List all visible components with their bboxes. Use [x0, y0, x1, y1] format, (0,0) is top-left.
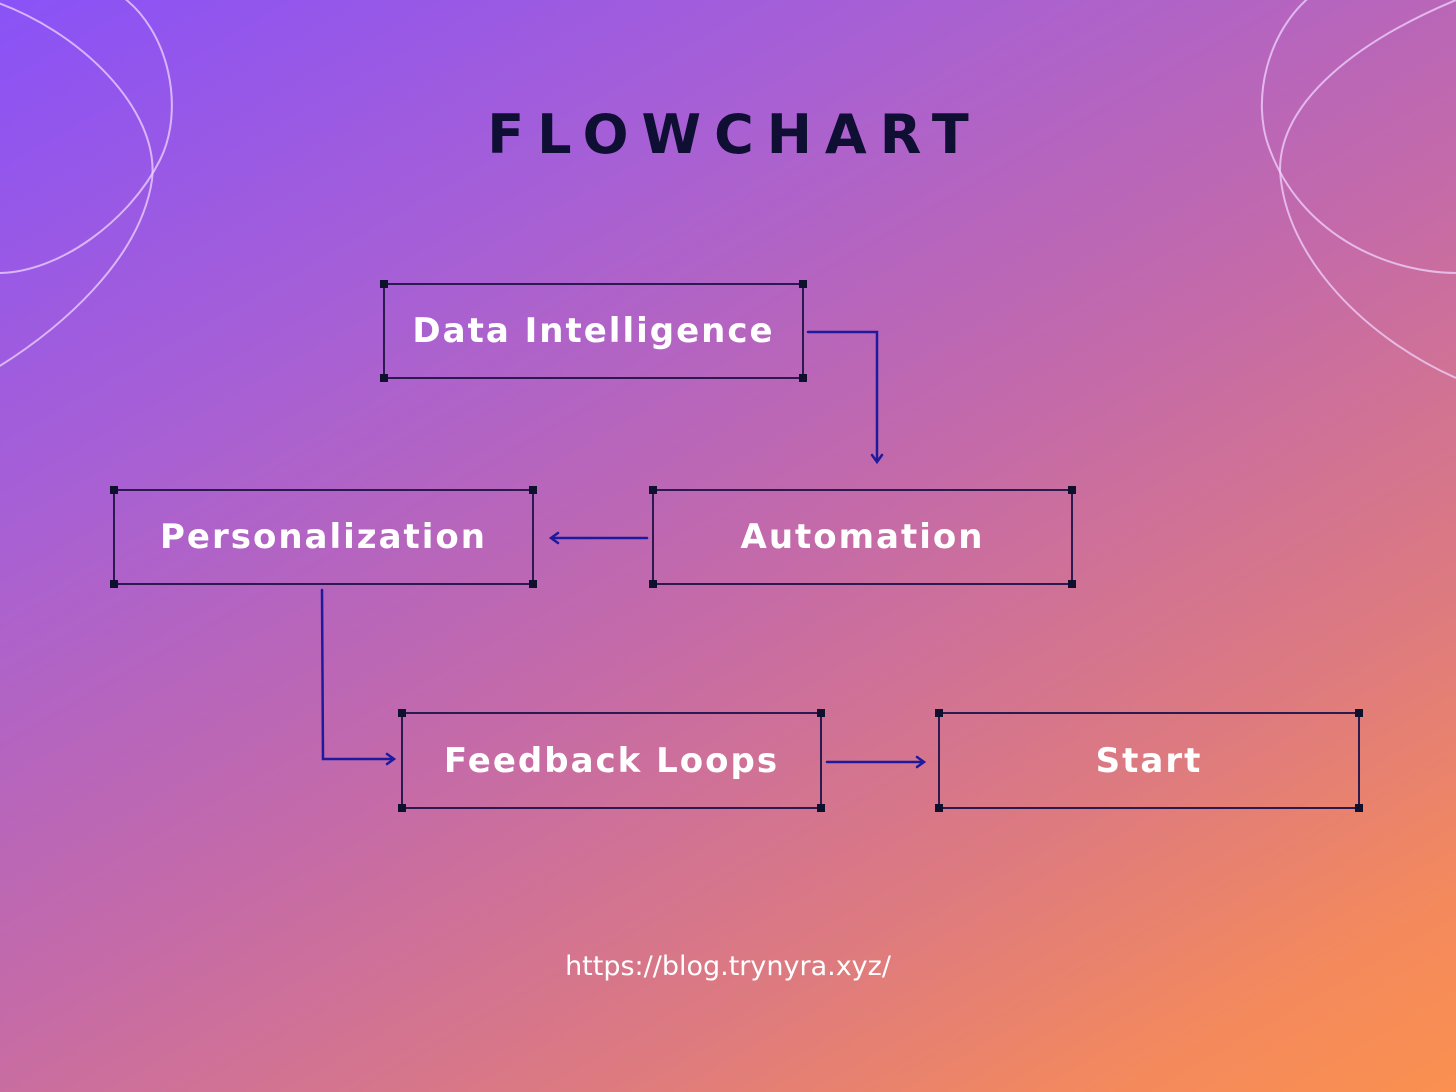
- node-label: Data Intelligence: [412, 311, 775, 351]
- corner-handle: [1355, 709, 1363, 717]
- corner-handle: [799, 374, 807, 382]
- arrowhead-right-icon: [915, 755, 927, 769]
- node-start: Start: [935, 709, 1363, 812]
- arrow-personalization-to-feedback-loops: [320, 588, 397, 766]
- node-personalization: Personalization: [110, 486, 537, 588]
- node-label: Feedback Loops: [443, 740, 780, 781]
- node-data-intelligence: Data Intelligence: [380, 280, 807, 382]
- corner-handle: [380, 374, 388, 382]
- node-feedback-loops: Feedback Loops: [398, 709, 825, 812]
- corner-handle: [398, 709, 406, 717]
- arrow-feedback-loops-to-start: [825, 755, 927, 769]
- arrow-automation-to-personalization: [548, 531, 649, 545]
- node-label: Personalization: [159, 517, 487, 557]
- corner-handle: [1068, 580, 1076, 588]
- decorative-loop-left-1: [0, 2, 154, 367]
- arrowhead-down-icon: [870, 453, 884, 465]
- corner-handle: [649, 486, 657, 494]
- corner-handle: [398, 804, 406, 812]
- corner-handle: [799, 280, 807, 288]
- node-label: Start: [1095, 740, 1203, 781]
- corner-handle: [529, 486, 537, 494]
- corner-handle: [380, 280, 388, 288]
- arrowhead-right-icon: [385, 752, 397, 766]
- decorative-loop-right-2: [1278, 0, 1456, 379]
- corner-handle: [935, 709, 943, 717]
- arrow-data-intelligence-to-automation: [806, 330, 884, 465]
- corner-handle: [110, 486, 118, 494]
- page-title: FLOWCHART: [487, 103, 982, 166]
- arrowhead-left-icon: [548, 531, 560, 545]
- footer-url[interactable]: https://blog.trynyra.xyz/: [565, 951, 891, 982]
- corner-handle: [1068, 486, 1076, 494]
- corner-handle: [817, 709, 825, 717]
- corner-handle: [529, 580, 537, 588]
- corner-handle: [110, 580, 118, 588]
- node-label: Automation: [740, 517, 985, 557]
- corner-handle: [817, 804, 825, 812]
- node-automation: Automation: [649, 486, 1076, 588]
- corner-handle: [1355, 804, 1363, 812]
- corner-handle: [935, 804, 943, 812]
- corner-handle: [649, 580, 657, 588]
